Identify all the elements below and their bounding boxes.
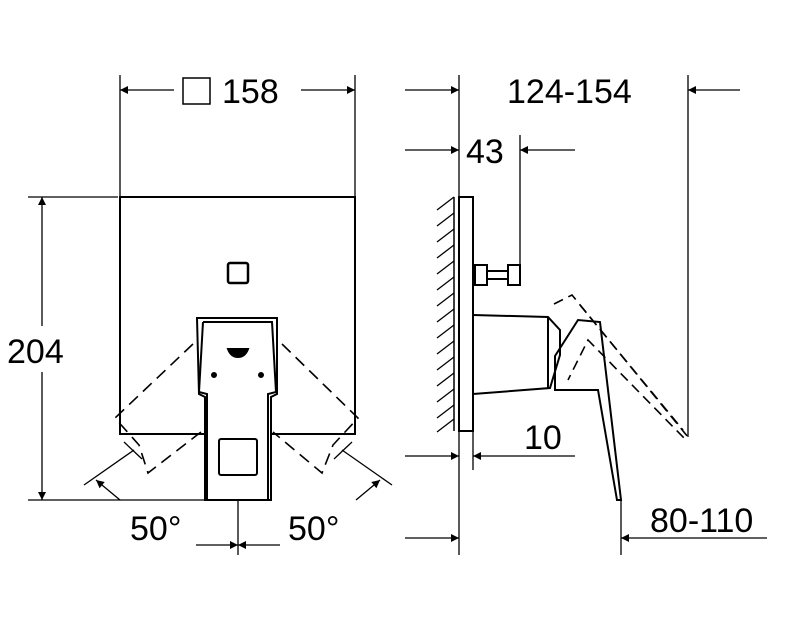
side-view — [405, 75, 767, 555]
wall-hatch — [436, 196, 455, 433]
plate-label: 10 — [524, 419, 562, 457]
lever-button — [218, 438, 258, 476]
lever-body — [472, 314, 561, 395]
front-view — [28, 75, 393, 555]
width-label: 158 — [222, 73, 279, 111]
lever-head — [195, 317, 278, 501]
logo-mark — [226, 348, 250, 359]
square-symbol-icon — [182, 77, 211, 105]
angle-right-label: 50° — [288, 510, 339, 548]
lever-label: 80-110 — [650, 502, 753, 540]
plate-side — [458, 196, 474, 432]
height-label: 204 — [7, 333, 64, 371]
depth-label: 43 — [466, 133, 504, 171]
projection-label: 124-154 — [507, 73, 632, 111]
diverter-knob — [226, 261, 250, 285]
angle-left-label: 50° — [130, 510, 181, 548]
